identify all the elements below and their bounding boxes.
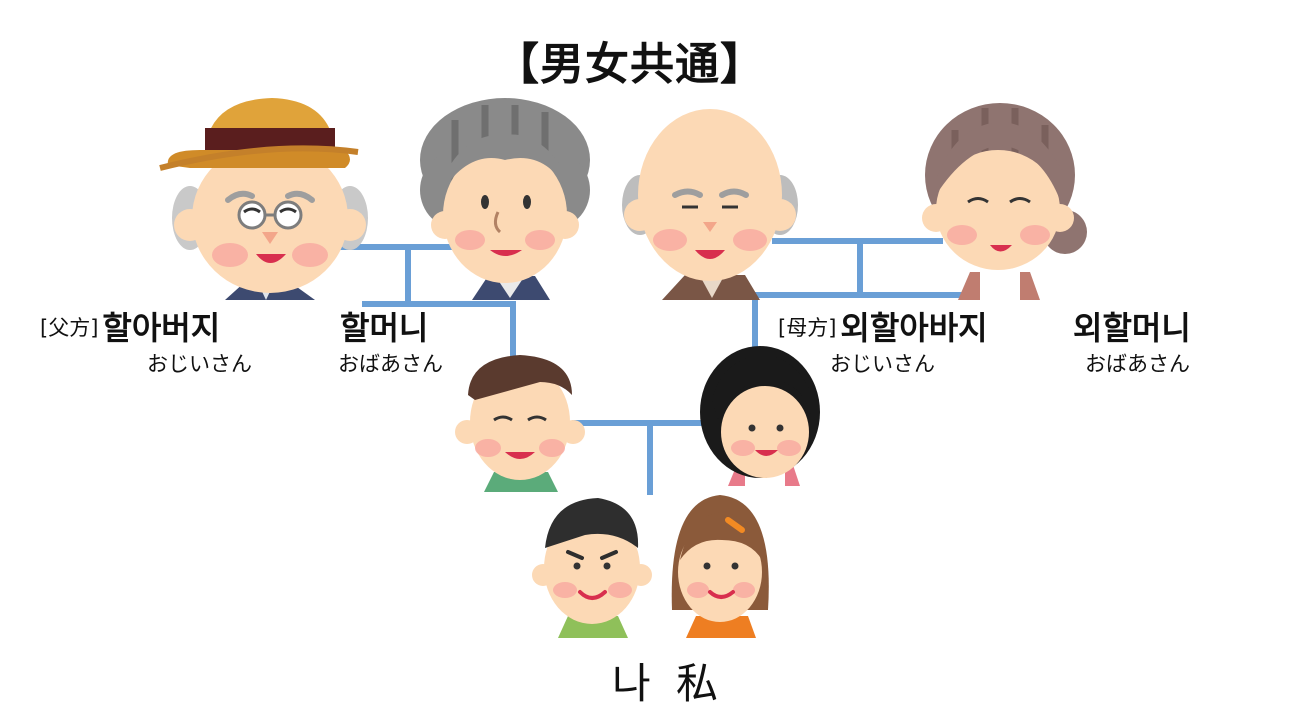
paternal-grandmother-japanese: おばあさん <box>338 352 443 376</box>
connector-lines <box>332 238 963 495</box>
maternal-grandfather-label: [母方]외할아바지 <box>778 312 988 344</box>
maternal-side-tag: [母方] <box>778 316 837 340</box>
paternal-grandmother-korean: 할머니 <box>340 309 429 347</box>
paternal-side-tag: [父方] <box>40 316 99 340</box>
father-icon <box>455 355 585 492</box>
grandpa-with-hat-icon <box>159 98 368 300</box>
maternal-descent-line <box>752 238 963 355</box>
paternal-descent-line <box>362 244 516 361</box>
mother-icon <box>700 346 820 486</box>
paternal-grandfather-japanese: おじいさん <box>147 352 252 376</box>
girl-icon <box>671 495 769 638</box>
maternal-grandfather-japanese: おじいさん <box>830 352 935 376</box>
grandma-icon <box>420 98 590 300</box>
maternal-grandmother-japanese: おばあさん <box>1085 352 1190 376</box>
me-label: 나 私 <box>612 659 724 708</box>
boy-icon <box>532 498 652 638</box>
maternal-grandmother-korean: 외할머니 <box>1073 309 1191 347</box>
page-title: 【男女共通】 <box>495 39 765 90</box>
paternal-grandfather-label: [父方]할아버지 <box>40 312 220 344</box>
grandma-icon <box>922 103 1087 300</box>
maternal-grandfather-korean: 외할아바지 <box>840 309 988 347</box>
paternal-grandfather-korean: 할아버지 <box>102 309 221 347</box>
bald-grandpa-icon <box>622 109 798 300</box>
